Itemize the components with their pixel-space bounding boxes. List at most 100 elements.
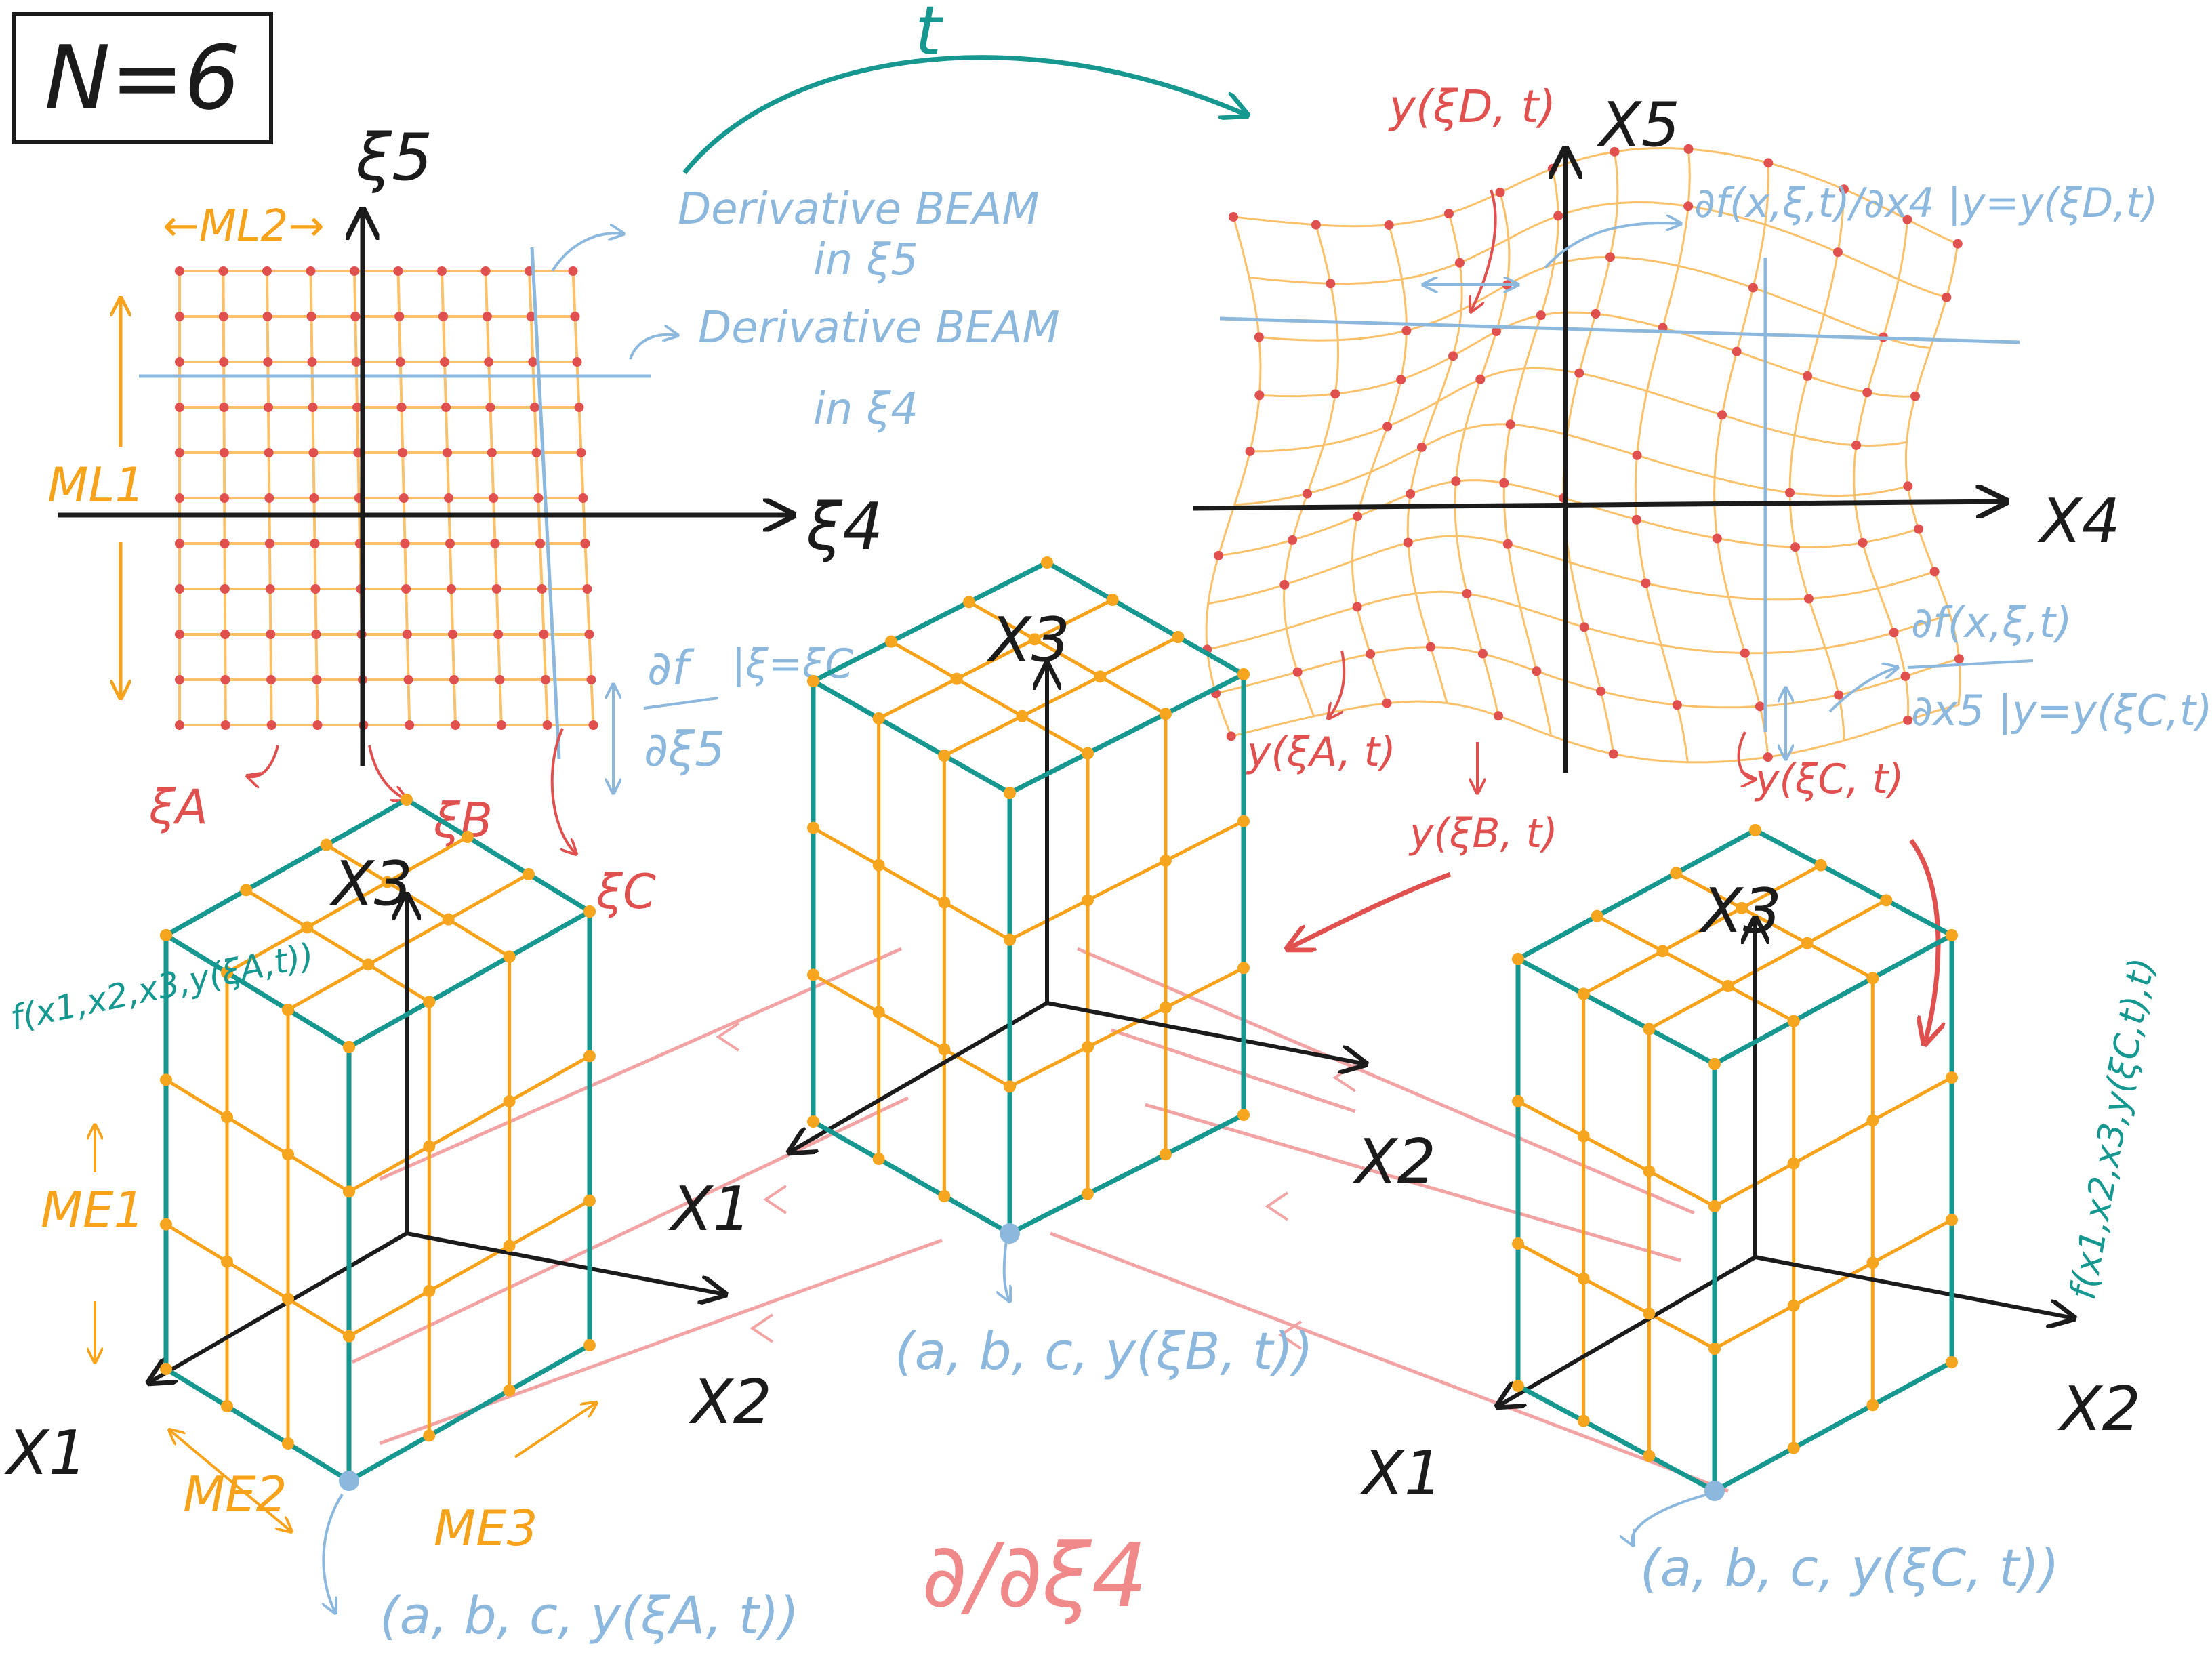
connection-chevron [750, 1313, 774, 1343]
warped-grid-point [1245, 446, 1255, 456]
latent-grid-point [175, 403, 184, 412]
latent-grid-point [444, 493, 453, 503]
latent-grid-point [495, 675, 505, 684]
warped-grid-line-v [1283, 224, 1340, 717]
cube-left-x1-label: X1 [4, 1418, 87, 1489]
warped-grid-line-v [1634, 148, 1691, 763]
cube-center-grid-line [890, 640, 1089, 755]
me1-label: ME1 [41, 1181, 144, 1238]
cube-right-f-label: f(x1,x2,x3,y(ξC,t),t) [2063, 955, 2163, 1303]
cube-center-grid-point [938, 1043, 951, 1056]
warped-grid-point [1790, 542, 1801, 552]
warped-grid-point [1448, 351, 1458, 361]
cube-left-grid-point [343, 1185, 355, 1198]
warped-grid-line-h [1218, 479, 1919, 557]
cube-left-grid-point [381, 876, 394, 888]
cube-center-edge [812, 678, 1011, 796]
warped-grid-point [1755, 701, 1765, 712]
cube-center-grid-point [1237, 962, 1250, 975]
warped-grid-point [1451, 476, 1461, 487]
warped-grid-point [1330, 389, 1340, 399]
latent-grid-point [312, 720, 323, 730]
warped-grid-point [1803, 594, 1814, 604]
latent-grid-point [578, 493, 588, 503]
warped-grid-point [1292, 667, 1303, 677]
cube-center-edge [1008, 672, 1245, 796]
latent-grid-point [175, 493, 184, 503]
cube-right-corner-point [1704, 1481, 1725, 1501]
cube-center-grid-point [1082, 747, 1094, 760]
cube-right-grid-point [1708, 1343, 1721, 1355]
deriv-x5-pointer [1828, 668, 1898, 713]
cube-right-edge [1517, 1383, 1716, 1494]
latent-grid-point [572, 357, 582, 367]
xi-a-pointer [247, 745, 279, 777]
cube-center-grid-point [1004, 1080, 1016, 1093]
cube-center-x1-label: X1 [668, 1174, 752, 1245]
latent-grid-point [350, 312, 361, 321]
deriv-xi5-den: ∂ξ5 [644, 722, 725, 777]
warped-grid-point [1579, 622, 1589, 632]
warped-grid-point [1326, 279, 1336, 289]
cube-center-grid-line [968, 600, 1167, 716]
cube-right-grid-point [1787, 1157, 1800, 1170]
cube-left-grid-line [348, 1054, 591, 1193]
latent-grid-point [266, 675, 276, 684]
cube-right-grid-point [1946, 1214, 1958, 1226]
cube-right-grid-point [1643, 1450, 1656, 1462]
warped-grid-point [1403, 537, 1413, 548]
cube-left-grid-point [221, 1255, 233, 1268]
latent-grid-point [264, 493, 274, 503]
warped-grid-point [1952, 239, 1963, 249]
latent-grid-point [307, 357, 317, 367]
deriv-xi5-num: ∂f [647, 640, 695, 696]
latent-grid-point [530, 403, 539, 412]
latent-grid-point [528, 357, 538, 367]
cube-right-grid-point [1591, 909, 1603, 922]
warped-grid-line-h [1259, 311, 1916, 398]
cube-center-edge [812, 1119, 1011, 1236]
cube-center-grid-point [1041, 556, 1053, 569]
warped-grid-point [1608, 749, 1618, 759]
deriv-x4-pointer [1544, 223, 1681, 269]
y-d-pointer [1471, 189, 1497, 312]
time-arrow: t [682, 0, 1247, 175]
latent-grid-point [496, 720, 506, 730]
cube-center-grid-point [872, 712, 885, 724]
cube-center-grid-point [1082, 1041, 1094, 1053]
cube-right-grid-point [1512, 953, 1524, 965]
warped-grid-point [1505, 419, 1515, 430]
latent-grid-point [175, 675, 184, 684]
cube-left-grid-line [165, 1223, 350, 1338]
cube-center-grid-point [1160, 708, 1172, 720]
deriv-xi5-cond: |ξ=ξC [732, 640, 853, 688]
cube-right-grid-point [1787, 1015, 1800, 1027]
physical-panel: X5 X4 y(ξD, t) ∂f(x,ξ,t)/∂x4 |y=y(ξD,t) … [1192, 81, 2212, 1044]
cube-right-grid-point [1866, 1399, 1879, 1412]
latent-grid-point [482, 312, 492, 321]
cube-left-grid-point [503, 950, 516, 963]
cube-right-grid-point [1749, 824, 1761, 836]
latent-grid-point [218, 312, 228, 321]
connection-chevron [1265, 1191, 1289, 1221]
beam-xi4-text-1: Derivative BEAM [698, 303, 1060, 353]
cube-right-grid-point [1643, 1023, 1656, 1036]
warped-grid-line-h [1208, 535, 1936, 605]
latent-grid-point [220, 539, 230, 548]
cube-right-grid-point [1946, 1071, 1958, 1084]
cube-right-grid-point [1880, 894, 1893, 907]
latent-grid-point [310, 584, 321, 594]
latent-grid-point [396, 403, 407, 412]
latent-grid-point [487, 448, 497, 457]
warped-grid-line-v [1713, 163, 1770, 758]
latent-grid-point [489, 493, 499, 503]
warped-grid-line-h [1249, 201, 1947, 299]
latent-grid-point [311, 630, 321, 639]
cube-right-grid-line [1675, 872, 1874, 980]
cube-center-grid-point [1106, 594, 1119, 606]
warped-grid-point [1902, 214, 1912, 224]
cube-left-grid-point [583, 905, 596, 918]
cube-left-grid-point [462, 831, 474, 843]
cube-center-grid-point [938, 1190, 951, 1202]
warped-grid-point [1499, 478, 1509, 488]
